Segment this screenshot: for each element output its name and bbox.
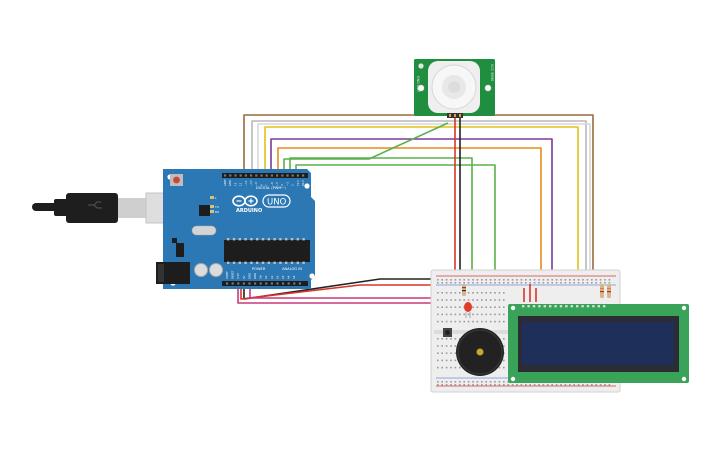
wire-magenta-2 [249, 286, 445, 299]
lcd-16x2 [508, 304, 689, 383]
power-analog-pin-label: IOREF [225, 271, 229, 279]
digital-pin-label: RX 0 [301, 180, 305, 186]
pir-right-label: VCC SENS [490, 64, 494, 81]
wire-white [257, 123, 591, 305]
lcd-pin-header [522, 305, 606, 308]
push-button [443, 328, 452, 337]
power-analog-header [226, 282, 301, 285]
digital-pin-label: 12 [239, 182, 243, 186]
analog-label: ANALOG IN [282, 267, 302, 271]
wire-green-pir [283, 122, 449, 172]
wire-green-1 [289, 157, 473, 300]
resistor-lcd-1 [600, 284, 604, 298]
wire-orange [277, 147, 542, 305]
arduino-model: UNO [267, 198, 287, 208]
digital-pin-label: ~11 [244, 180, 248, 186]
power-analog-pin-label: A3 [281, 275, 285, 279]
led-label-l: L [215, 196, 217, 200]
digital-pin-label: 13 [233, 182, 237, 186]
power-analog-pin-label: A1 [270, 275, 274, 279]
digital-header [224, 174, 305, 177]
wire-yellow [264, 126, 579, 305]
power-analog-pin-label: A5 [292, 275, 296, 279]
power-analog-pin-label: A0 [264, 275, 268, 279]
digital-pin-label: GND [228, 180, 232, 186]
wire-magenta-1 [237, 286, 445, 304]
arduino-brand: ARDUINO [236, 208, 262, 214]
power-analog-pin-label: Vin [259, 275, 263, 279]
led-label-rx: RX [215, 210, 219, 214]
wire-black-gnd [243, 278, 445, 300]
wires [237, 114, 594, 305]
digital-pin-label: ~3 [285, 182, 289, 186]
digital-pin-label: ~9 [254, 182, 258, 186]
atmega-chip [224, 238, 310, 264]
power-analog-pin-label: 5V [242, 275, 246, 279]
arduino-logo: ARDUINO UNO [232, 194, 291, 214]
digital-pin-label: ~10 [249, 180, 253, 186]
wire-red-5v [240, 284, 445, 300]
digital-pin-label: 7 [265, 184, 269, 186]
arduino-uno: L TX RX ARDUINO UNO DIGITAL (PWM~) POWER… [156, 169, 315, 289]
digital-pin-label: TX 1 [296, 180, 300, 186]
digital-pin-label: ~6 [270, 182, 274, 186]
power-analog-pin-label: A4 [287, 275, 291, 279]
pir-sensor: GND OUT VCC SENS [414, 59, 495, 118]
pir-left-label: GND OUT [416, 76, 420, 93]
barrel-jack-icon [156, 262, 190, 284]
wire-green-2 [295, 164, 496, 300]
power-analog-pin-label: GND [247, 273, 251, 279]
buzzer [456, 328, 504, 376]
power-analog-pin-label: GND [253, 273, 257, 279]
digital-pin-label: ~5 [275, 182, 279, 186]
digital-pin-label: AREF [223, 179, 227, 186]
reset-button-icon [170, 174, 183, 186]
power-analog-pin-label: RESET [231, 270, 235, 279]
digital-label: DIGITAL (PWM~) [256, 186, 286, 190]
wire-grey [251, 120, 587, 305]
led-red [464, 302, 472, 318]
power-label: POWER [252, 267, 266, 271]
digital-pin-label: 8 [259, 184, 263, 186]
digital-pin-label: 2 [291, 184, 295, 186]
breadboard-parts [443, 284, 611, 376]
digital-pin-label: 4 [280, 184, 284, 186]
resistor-lcd-2 [607, 284, 611, 298]
power-analog-pin-label: 3.3V [236, 273, 240, 279]
resistor-led [462, 284, 466, 296]
power-analog-pin-label: A2 [275, 275, 279, 279]
led-label-tx: TX [214, 205, 219, 209]
